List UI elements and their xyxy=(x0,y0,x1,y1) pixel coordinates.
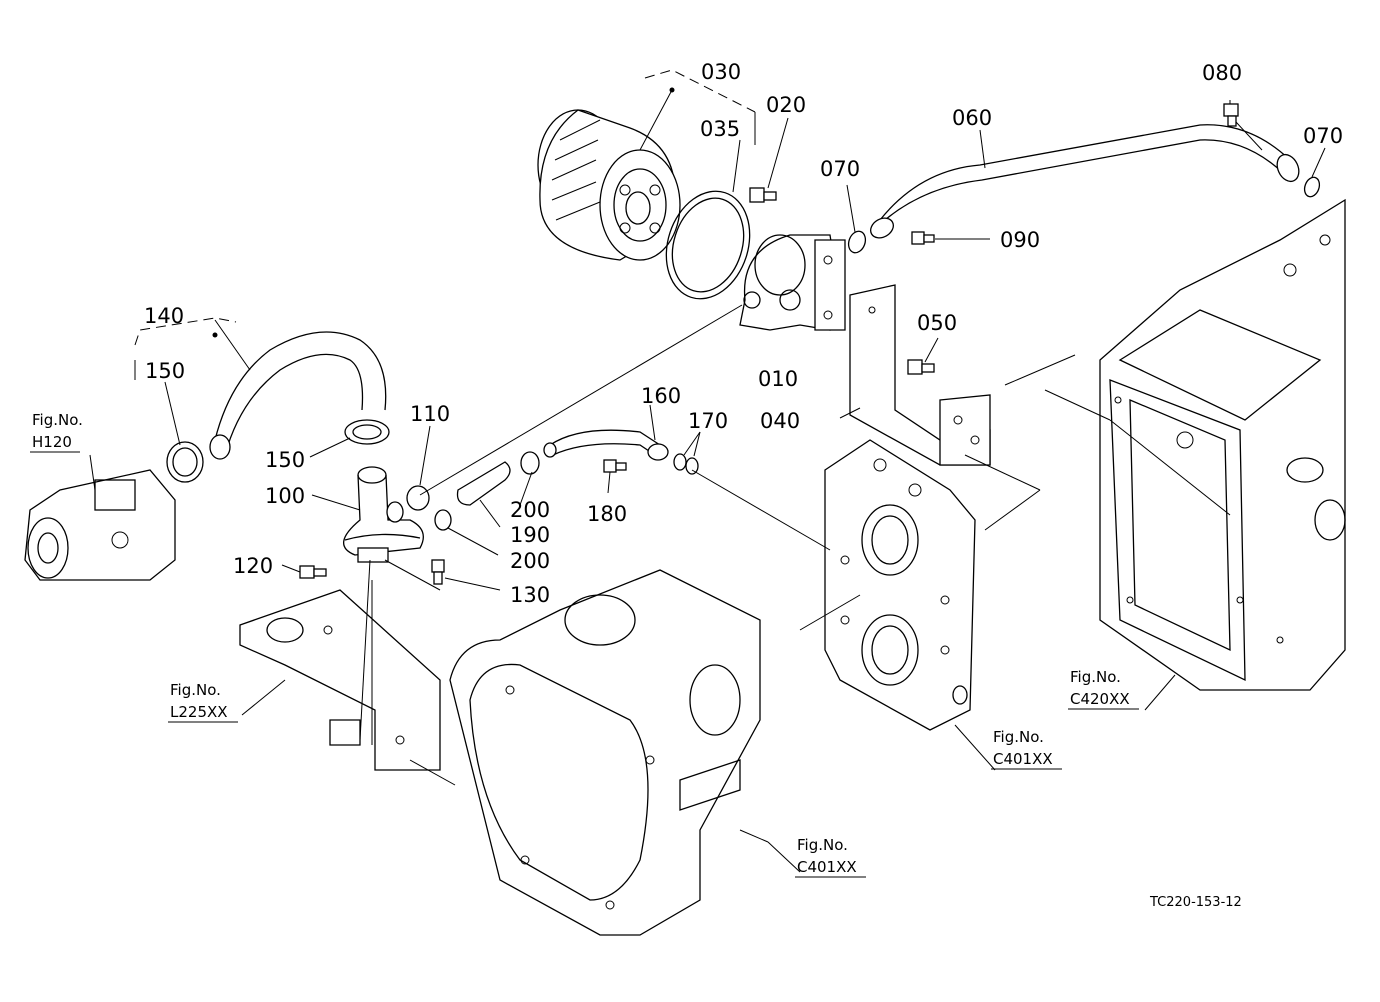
filter-head xyxy=(739,234,846,331)
filter-bracket xyxy=(849,284,991,466)
tube-clamp-right xyxy=(520,451,540,475)
callout-120: 120 xyxy=(233,554,273,578)
callout-060: 060 xyxy=(952,106,992,130)
callout-010: 010 xyxy=(758,367,798,391)
return-pipe-o-rings xyxy=(673,453,699,475)
figure-ref-c401-middle-number: C401XX xyxy=(993,750,1053,768)
connecting-tube xyxy=(456,461,511,506)
callout-200-lower: 200 xyxy=(510,549,550,573)
tube-clamp-left xyxy=(434,509,452,531)
bracket-dot-030 xyxy=(669,87,675,93)
figure-ref-l225-prefix: Fig.No. xyxy=(170,681,221,699)
drawing-number: TC220-153-12 xyxy=(1149,895,1242,910)
callout-190: 190 xyxy=(510,523,550,547)
filter-o-ring xyxy=(665,190,751,300)
callout-200-upper: 200 xyxy=(510,498,550,522)
head-bolt xyxy=(749,187,777,203)
hydraulic-pump xyxy=(24,469,176,581)
callout-070-left: 070 xyxy=(820,157,860,181)
return-pipe-bolt xyxy=(603,459,627,473)
callout-050: 050 xyxy=(917,311,957,335)
callout-170: 170 xyxy=(688,409,728,433)
figure-ref-l225-number: L225XX xyxy=(170,703,228,721)
callout-100: 100 xyxy=(265,484,305,508)
figure-ref-h120-prefix: Fig.No. xyxy=(32,411,83,429)
pipe-o-ring-right xyxy=(1303,176,1321,198)
oil-pipe xyxy=(870,124,1300,239)
leader-lines xyxy=(89,69,1326,873)
transmission-case-front xyxy=(449,569,761,936)
oil-filter-cartridge xyxy=(537,109,681,261)
callout-080: 080 xyxy=(1202,61,1242,85)
callout-035: 035 xyxy=(700,117,740,141)
figure-ref-c401-lower-prefix: Fig.No. xyxy=(797,836,848,854)
lift-bracket xyxy=(239,589,441,771)
callout-140: 140 xyxy=(144,304,184,328)
pipe-bolt-120 xyxy=(299,565,327,579)
suction-hose xyxy=(209,331,387,460)
callout-040: 040 xyxy=(760,409,800,433)
callout-150-right: 150 xyxy=(265,448,305,472)
rear-axle-case xyxy=(1099,198,1346,691)
transmission-plate xyxy=(824,439,976,731)
figure-ref-c420-number: C420XX xyxy=(1070,690,1130,708)
pipe-bolt-130 xyxy=(431,559,445,585)
callout-130: 130 xyxy=(510,583,550,607)
callout-030: 030 xyxy=(701,60,741,84)
figure-ref-c401-middle: Fig.No. C401XX xyxy=(991,728,1062,770)
callout-070-right: 070 xyxy=(1303,124,1343,148)
figure-ref-h120: Fig.No. H120 xyxy=(30,411,83,453)
hose-clamp-right xyxy=(344,419,390,445)
figure-ref-l225: Fig.No. L225XX xyxy=(168,681,238,723)
callout-160: 160 xyxy=(641,384,681,408)
pipe-o-ring-left xyxy=(847,230,867,254)
return-pipe xyxy=(543,429,669,461)
figure-ref-c401-lower: Fig.No. C401XX xyxy=(795,836,866,878)
figure-ref-h120-number: H120 xyxy=(32,433,72,451)
figure-ref-c401-middle-prefix: Fig.No. xyxy=(993,728,1044,746)
suction-pipe xyxy=(343,466,424,563)
figure-ref-c420: Fig.No. C420XX xyxy=(1068,668,1139,710)
hose-clamp-left xyxy=(166,441,204,483)
pipe-bolt-bottom xyxy=(911,231,935,245)
pipe-o-ring xyxy=(406,485,430,511)
callout-110: 110 xyxy=(410,402,450,426)
callout-180: 180 xyxy=(587,502,627,526)
callout-090: 090 xyxy=(1000,228,1040,252)
figure-ref-c401-lower-number: C401XX xyxy=(797,858,857,876)
bracket-dot-140 xyxy=(212,332,218,338)
figure-ref-c420-prefix: Fig.No. xyxy=(1070,668,1121,686)
bracket-bolt xyxy=(907,359,935,375)
callout-labels: 030 020 035 060 080 070 070 090 050 010 … xyxy=(144,60,1343,607)
callout-020: 020 xyxy=(766,93,806,117)
pipe-bolt-top xyxy=(1223,103,1239,127)
callout-150-left: 150 xyxy=(145,359,185,383)
